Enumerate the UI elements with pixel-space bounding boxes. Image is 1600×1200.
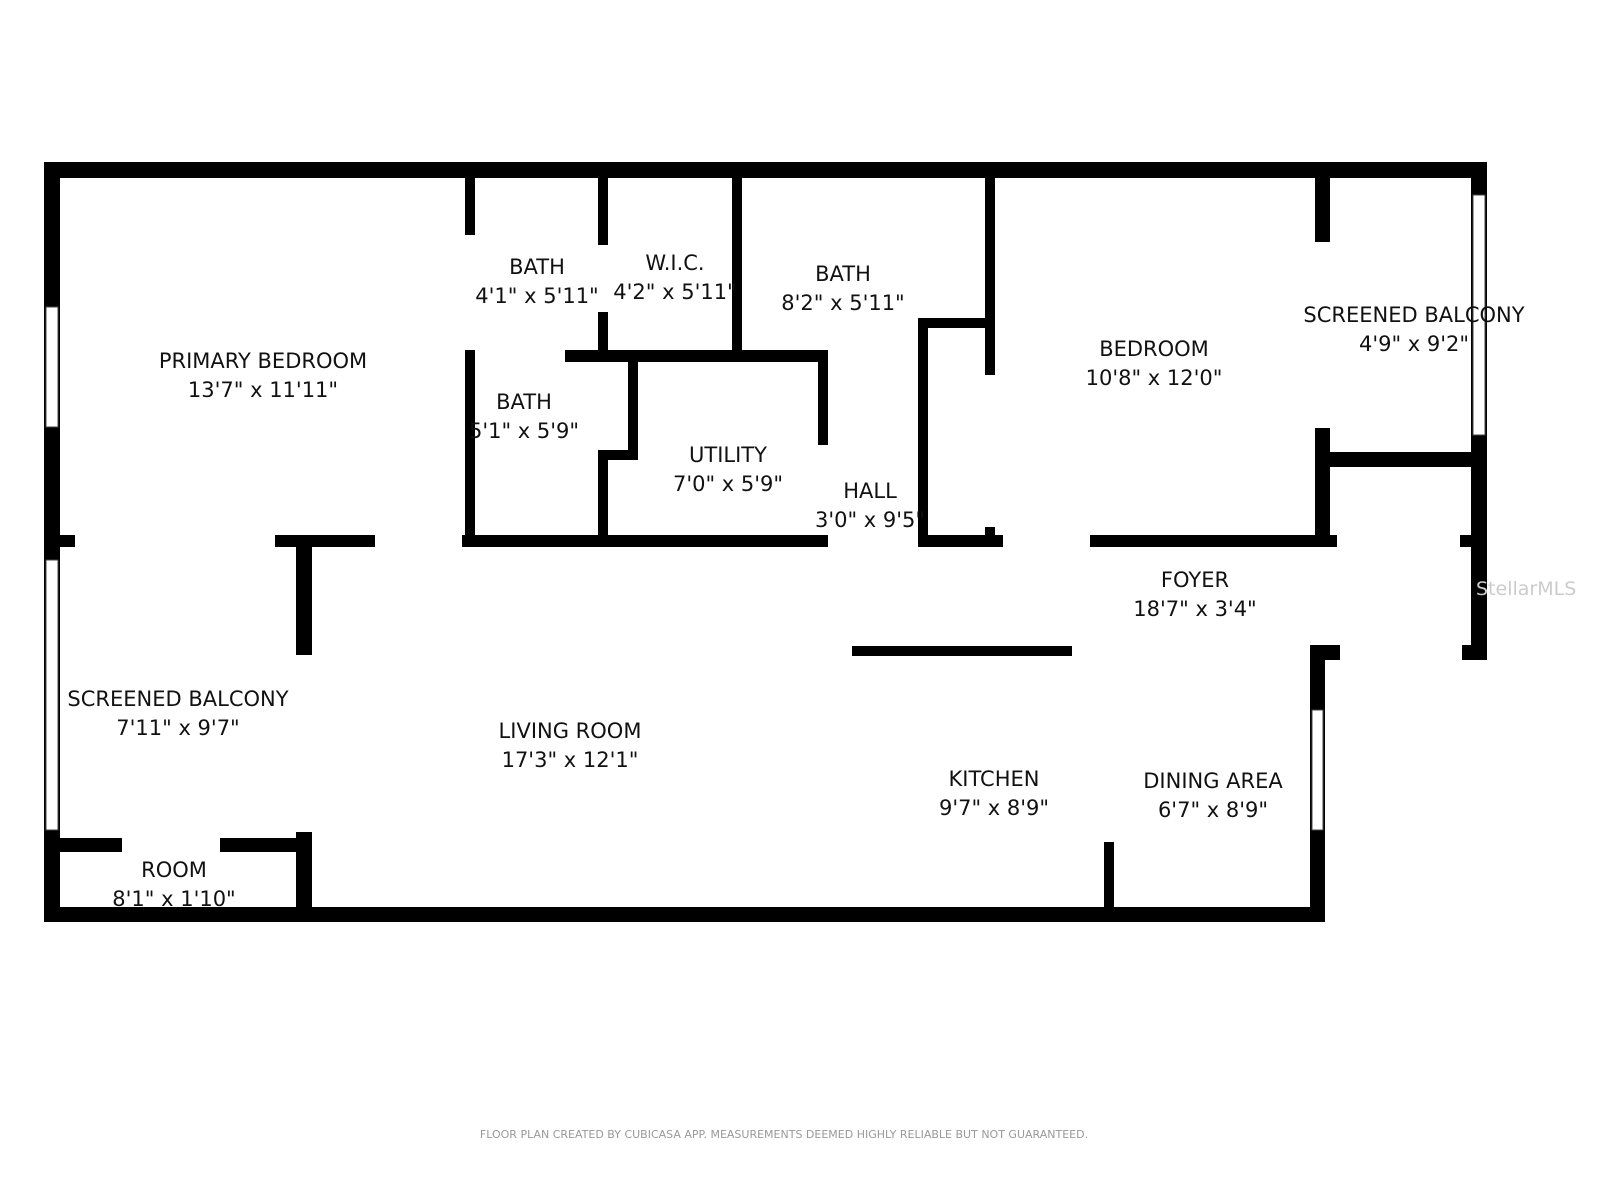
- room-size: 8'2" x 5'11": [781, 291, 905, 315]
- watermark: StellarMLS: [1476, 578, 1577, 600]
- room-label-bath-3: BATH 5'1" x 5'9": [469, 388, 579, 446]
- room-name: BATH: [509, 255, 565, 279]
- room-name: PRIMARY BEDROOM: [158, 349, 368, 373]
- room-name: ROOM: [141, 858, 207, 882]
- room-name: W.I.C.: [645, 251, 705, 275]
- room-label-bath-2: BATH 8'2" x 5'11": [781, 260, 904, 318]
- room-size: 13'7" x 11'11": [187, 378, 339, 402]
- room-name: BATH: [496, 390, 552, 414]
- room-size: 4'9" x 9'2": [1358, 332, 1470, 356]
- room-size: 8'1" x 1'10": [112, 887, 236, 911]
- room-name: SCREENED BALCONY: [67, 687, 289, 711]
- room-size: 7'0" x 5'9": [672, 472, 784, 496]
- room-size: 10'8" x 12'0": [1085, 366, 1223, 390]
- footer-disclaimer: FLOOR PLAN CREATED BY CUBICASA APP. MEAS…: [479, 1128, 1089, 1141]
- room-size: 9'7" x 8'9": [938, 796, 1050, 820]
- room-label-utility: UTILITY 7'0" x 5'9": [673, 441, 783, 499]
- room-label-primary-bedroom: PRIMARY BEDROOM 13'7" x 11'11": [159, 347, 367, 405]
- room-label-dining-area: DINING AREA 6'7" x 8'9": [1143, 767, 1283, 825]
- room-label-screened-balcony-left: SCREENED BALCONY 7'11" x 9'7": [67, 685, 288, 743]
- room-name: FOYER: [1160, 568, 1230, 592]
- room-size: 6'7" x 8'9": [1157, 798, 1269, 822]
- room-name: SCREENED BALCONY: [1303, 303, 1525, 327]
- room-label-living-room: LIVING ROOM 17'3" x 12'1": [499, 717, 642, 775]
- room-name: LIVING ROOM: [498, 719, 642, 743]
- room-name: BEDROOM: [1099, 337, 1209, 361]
- room-name: DINING AREA: [1143, 769, 1283, 793]
- room-label-foyer: FOYER 18'7" x 3'4": [1133, 566, 1256, 624]
- room-name: HALL: [843, 479, 897, 503]
- windows: [45, 194, 1486, 831]
- room-label-bedroom: BEDROOM 10'8" x 12'0": [1086, 335, 1223, 393]
- room-name: BATH: [815, 262, 871, 286]
- room-size: 4'2" x 5'11": [613, 280, 737, 304]
- room-label-bath-1: BATH 4'1" x 5'11": [475, 253, 598, 311]
- room-size: 3'0" x 9'5": [814, 508, 926, 532]
- room-label-hall: HALL 3'0" x 9'5": [815, 477, 925, 535]
- room-size: 7'11" x 9'7": [116, 716, 240, 740]
- room-label-room: ROOM 8'1" x 1'10": [112, 856, 235, 914]
- room-size: 17'3" x 12'1": [501, 748, 639, 772]
- room-label-screened-balcony-right: SCREENED BALCONY 4'9" x 9'2": [1303, 301, 1524, 359]
- room-size: 4'1" x 5'11": [475, 284, 599, 308]
- room-label-kitchen: KITCHEN 9'7" x 8'9": [939, 765, 1049, 823]
- room-name: UTILITY: [689, 443, 767, 467]
- room-size: 18'7" x 3'4": [1133, 597, 1257, 621]
- room-label-wic: W.I.C. 4'2" x 5'11": [613, 249, 736, 307]
- room-size: 5'1" x 5'9": [468, 419, 580, 443]
- room-name: KITCHEN: [948, 767, 1040, 791]
